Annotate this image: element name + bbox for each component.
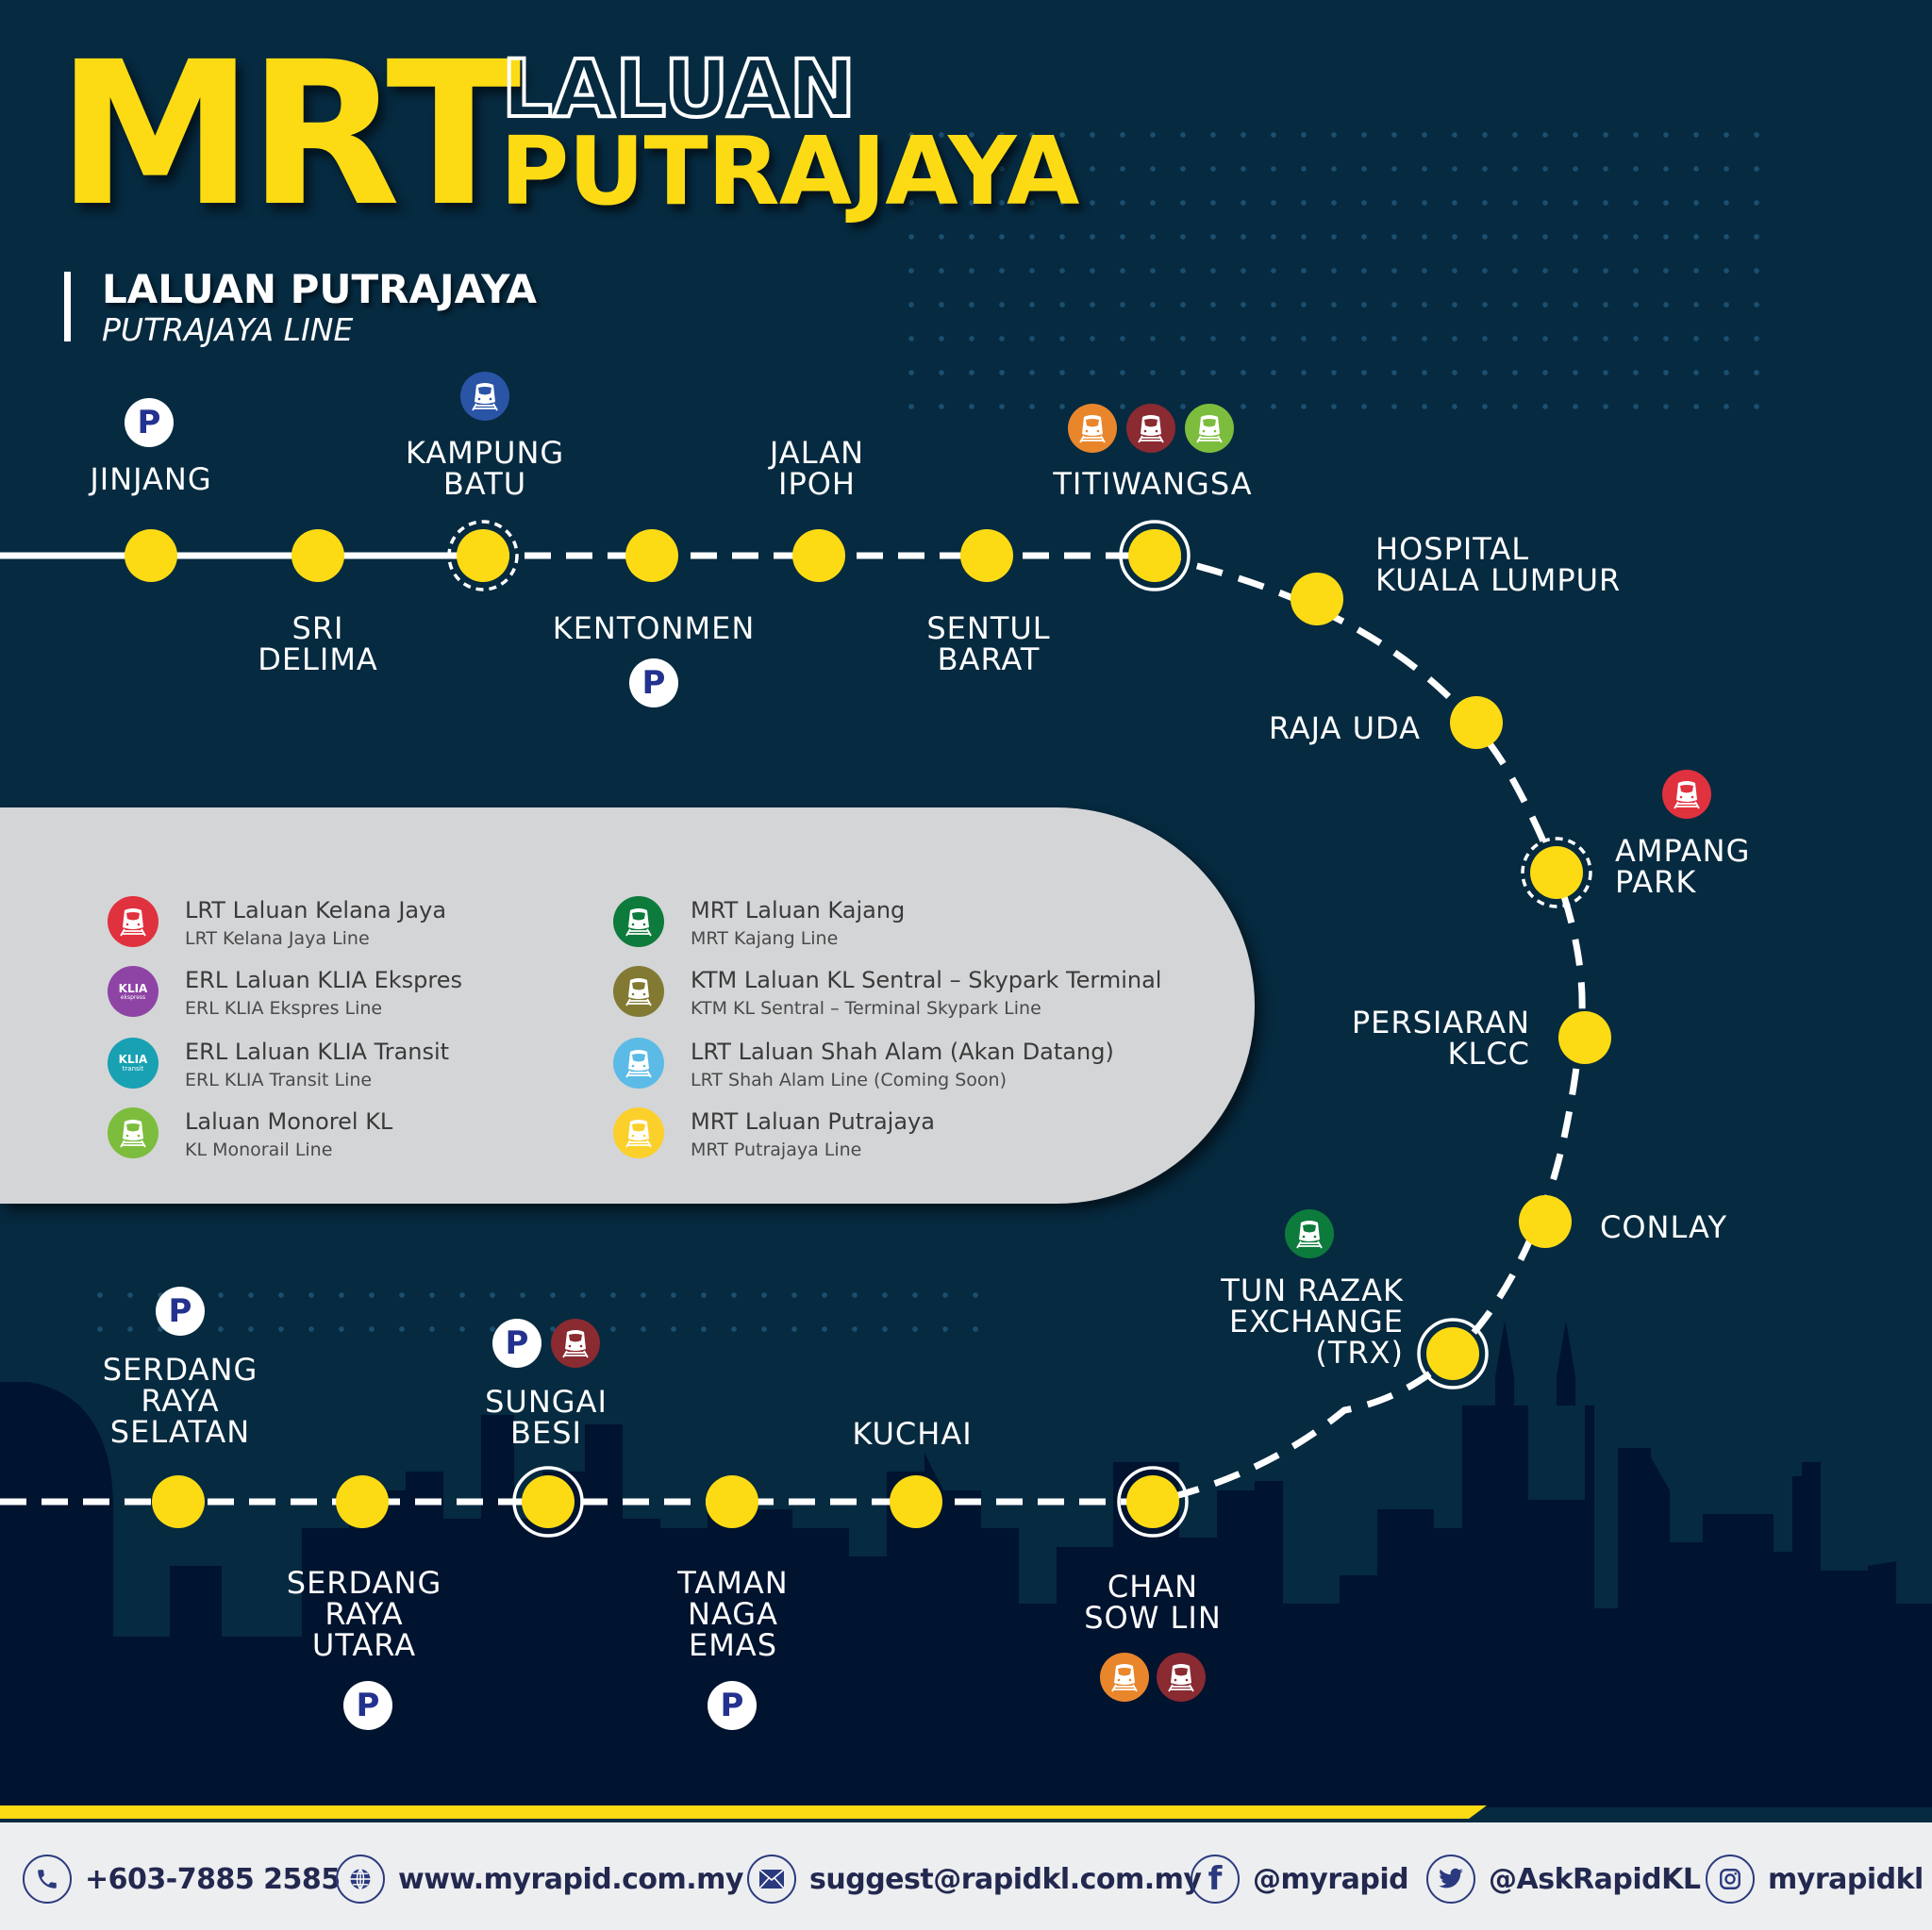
route-line xyxy=(0,520,1611,1538)
subtitle-malay: LALUAN PUTRAJAYA xyxy=(102,266,538,312)
mrt-kajang-line-icon xyxy=(1285,1209,1334,1258)
title-putrajaya: PUTRAJAYA xyxy=(500,116,1079,226)
contact-instagram[interactable]: myrapidkl xyxy=(1706,1855,1924,1904)
station-persiaran-klcc[interactable]: PERSIARAN KLCC xyxy=(1351,1005,1530,1072)
ktm-line-icon xyxy=(460,372,509,421)
subtitle-bar xyxy=(64,272,71,341)
parking-icon: P xyxy=(343,1681,392,1730)
parking-icon: P xyxy=(156,1287,205,1336)
dot-pattern-top xyxy=(896,118,1783,420)
train-icon xyxy=(108,896,158,947)
subtitle-english: PUTRAJAYA LINE xyxy=(102,311,354,348)
mrt-train-icon xyxy=(613,896,664,947)
lrt-sri-petaling-line-icon xyxy=(551,1319,600,1368)
station-raja-uda[interactable]: RAJA UDA xyxy=(1268,710,1421,746)
mrt-train-icon xyxy=(613,1107,664,1158)
train-icon xyxy=(108,1107,158,1158)
phone-icon xyxy=(23,1855,72,1904)
lrt-sri-petaling-line-icon xyxy=(1126,404,1175,453)
parking-icon: P xyxy=(708,1681,757,1730)
title-mrt: MRT xyxy=(57,19,521,250)
station-hospital-kuala-lumpur[interactable]: HOSPITAL KUALA LUMPUR xyxy=(1375,531,1622,598)
train-icon xyxy=(613,1038,664,1089)
station-chan-sow-lin[interactable]: CHAN SOW LIN xyxy=(1084,1569,1222,1636)
parking-icon: P xyxy=(492,1319,541,1368)
contact-facebook[interactable]: f @myrapid xyxy=(1191,1855,1409,1904)
contact-email[interactable]: suggest@rapidkl.com.my xyxy=(747,1855,1202,1904)
station-titiwangsa[interactable]: TITIWANGSA xyxy=(1053,466,1253,502)
station-sri-delima[interactable]: SRI DELIMA xyxy=(258,610,378,677)
title-laluan: LALUAN xyxy=(500,42,858,135)
station-kentonmen[interactable]: KENTONMEN xyxy=(552,610,756,646)
station-serdang-raya-selatan[interactable]: SERDANG RAYA SELATAN xyxy=(102,1352,258,1450)
station-taman-naga-emas[interactable]: TAMAN NAGA EMAS xyxy=(677,1565,789,1663)
station-ampang-park[interactable]: AMPANG PARK xyxy=(1615,833,1751,900)
lrt-kelana-jaya-line-icon xyxy=(1662,770,1711,819)
klia-ekspres-icon: KLIA ekspress xyxy=(108,966,158,1017)
station-jalan-ipoh[interactable]: JALAN IPOH xyxy=(769,435,865,502)
contact-website[interactable]: www.myrapid.com.my xyxy=(336,1855,743,1904)
monorail-line-icon xyxy=(1185,404,1234,453)
parking-icon: P xyxy=(125,398,174,447)
station-kuchai[interactable]: KUCHAI xyxy=(852,1416,973,1452)
klia-transit-icon: KLIA transit xyxy=(108,1038,158,1089)
city-skyline xyxy=(0,1321,1932,1807)
station-conlay[interactable]: CONLAY xyxy=(1600,1209,1727,1245)
station-sungai-besi[interactable]: SUNGAI BESI xyxy=(485,1384,608,1451)
lrt-ampang-line-icon xyxy=(1100,1653,1149,1702)
legend-item-ktm-skypark: KTM Laluan KL Sentral – Skypark Terminal… xyxy=(613,966,1161,1023)
globe-icon xyxy=(336,1855,385,1904)
lrt-sri-petaling-line-icon xyxy=(1157,1653,1206,1702)
parking-icon: P xyxy=(629,658,678,707)
legend-item-shah-alam: LRT Laluan Shah Alam (Akan Datang)LRT Sh… xyxy=(613,1038,1114,1094)
contact-phone[interactable]: +603-7885 2585 xyxy=(23,1855,341,1904)
station-serdang-raya-utara[interactable]: SERDANG RAYA UTARA xyxy=(286,1565,442,1663)
facebook-icon: f xyxy=(1191,1855,1240,1904)
train-icon xyxy=(613,966,664,1017)
instagram-icon xyxy=(1706,1855,1755,1904)
twitter-icon xyxy=(1426,1855,1475,1904)
footer-accent-stripe xyxy=(0,1805,1487,1819)
station-jinjang[interactable]: JINJANG xyxy=(90,461,212,497)
contact-footer: +603-7885 2585 www.myrapid.com.my sugges… xyxy=(0,1822,1932,1930)
contact-twitter[interactable]: @AskRapidKL xyxy=(1426,1855,1701,1904)
station-sentul-barat[interactable]: SENTUL BARAT xyxy=(926,610,1051,677)
lrt-ampang-line-icon xyxy=(1068,404,1117,453)
station-tun-razak-exchange[interactable]: TUN RAZAK EXCHANGE (TRX) xyxy=(1221,1273,1404,1371)
station-kampung-batu[interactable]: KAMPUNG BATU xyxy=(405,435,565,502)
email-icon xyxy=(747,1855,796,1904)
